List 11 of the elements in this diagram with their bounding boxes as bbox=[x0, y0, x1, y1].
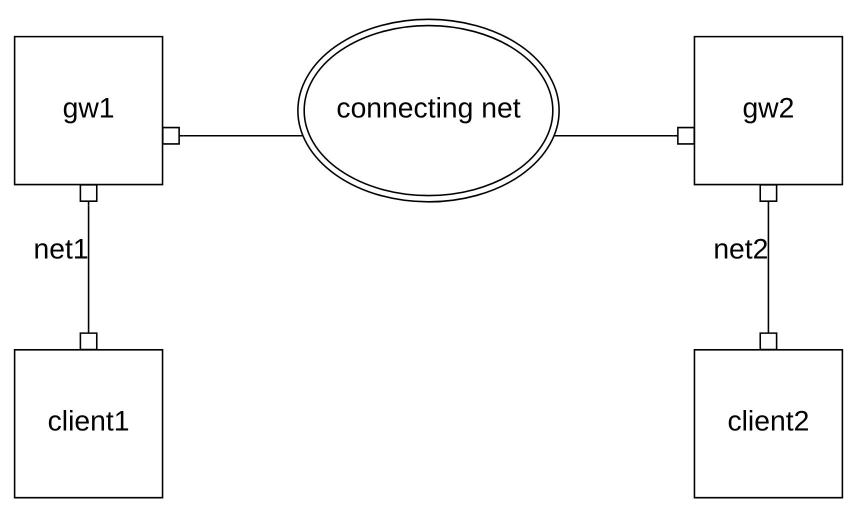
connector bbox=[162, 126, 302, 145]
connector bbox=[554, 126, 696, 145]
edge-label: net1 bbox=[33, 233, 89, 266]
connector bbox=[80, 184, 98, 350]
node-box: client2 bbox=[694, 348, 844, 498]
node-box: client1 bbox=[14, 348, 164, 498]
edge-label: net2 bbox=[713, 233, 768, 266]
connector bbox=[759, 184, 778, 350]
node-box: gw2 bbox=[694, 36, 844, 186]
node-box: gw1 bbox=[14, 36, 164, 186]
node-ellipse: connecting net bbox=[297, 18, 560, 203]
